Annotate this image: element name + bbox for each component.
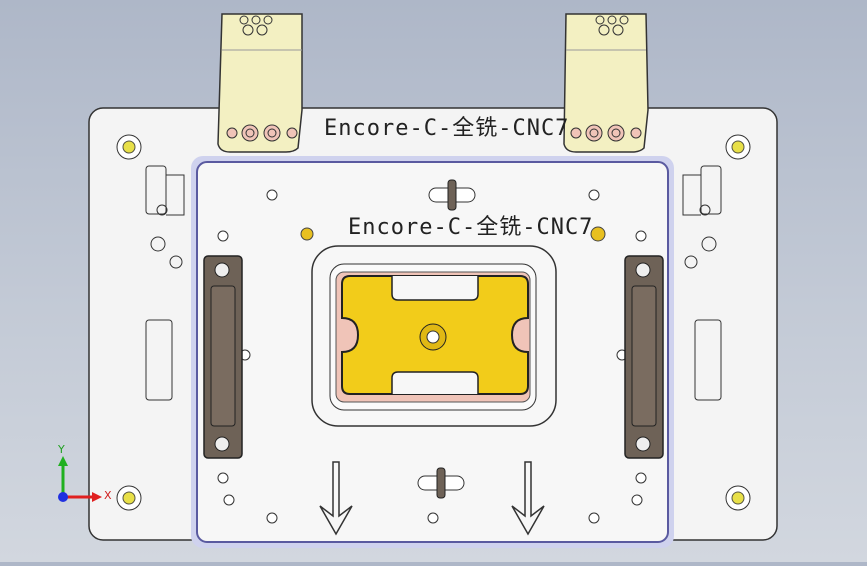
direction-arrow-right bbox=[511, 461, 545, 536]
clamp-block-left bbox=[203, 255, 243, 459]
top-engraving: Encore-C-全铣-CNC7 bbox=[324, 116, 569, 141]
cam-lever-top bbox=[428, 179, 476, 211]
corner-pin-top-left bbox=[116, 134, 142, 160]
clamp-block-right bbox=[624, 255, 664, 459]
cam-lever-bottom bbox=[417, 467, 465, 499]
plate-engraving: Encore-C-全铣-CNC7 bbox=[348, 215, 593, 240]
axis-y-label: Y bbox=[57, 443, 65, 456]
clamp-tab-right bbox=[563, 13, 649, 153]
corner-pin-top-right bbox=[725, 134, 751, 160]
right-rail bbox=[682, 165, 722, 401]
axis-x-label: X bbox=[104, 489, 112, 502]
corner-pin-bottom-left bbox=[116, 485, 142, 511]
workpiece bbox=[341, 275, 529, 395]
clamp-tab-left bbox=[217, 13, 303, 153]
dowel-pins bbox=[300, 226, 606, 242]
left-rail bbox=[145, 165, 185, 401]
corner-pin-bottom-right bbox=[725, 485, 751, 511]
axis-triad[interactable]: Y X bbox=[57, 443, 112, 502]
direction-arrow-left bbox=[319, 461, 353, 536]
